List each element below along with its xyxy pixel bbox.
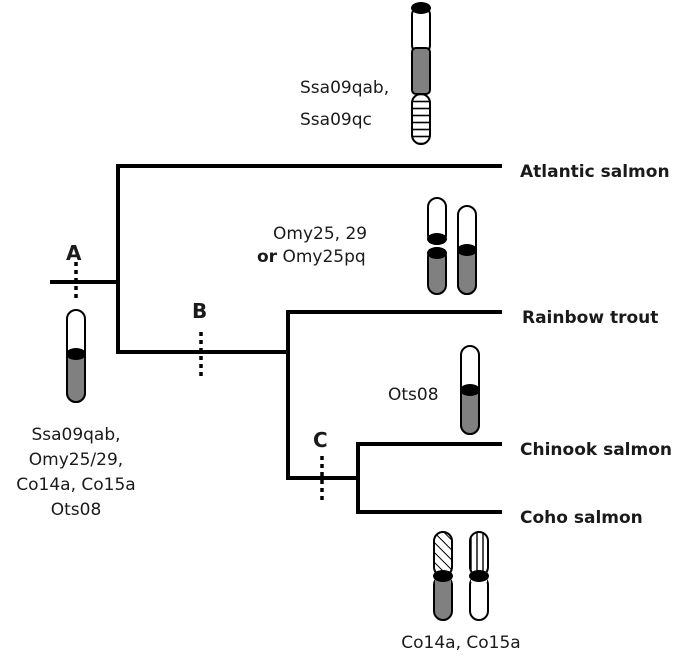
chromosome-coho-1 <box>433 531 453 621</box>
note-ancestral-line4: Ots08 <box>51 500 102 520</box>
chromosome-rainbow-2 <box>457 205 477 295</box>
note-ancestral-line1: Ssa09qab, <box>31 425 120 445</box>
species-label-chinook: Chinook salmon <box>520 440 672 460</box>
chromosome-rainbow-1 <box>427 197 447 295</box>
species-label-atlantic: Atlantic salmon <box>520 162 670 182</box>
species-label-rainbow: Rainbow trout <box>522 308 658 328</box>
note-coho: Co14a, Co15a <box>401 633 520 653</box>
node-label-b: B <box>192 299 207 323</box>
note-ancestral-line3: Co14a, Co15a <box>16 475 135 495</box>
tree-branches <box>50 164 502 514</box>
chromosome-chinook <box>460 345 480 435</box>
chromosome-ancestral <box>66 309 86 403</box>
note-rainbow-line2: or Omy25pq <box>257 247 366 267</box>
note-atlantic-line1: Ssa09qab, <box>300 78 389 98</box>
note-rainbow-line1: Omy25, 29 <box>273 224 367 244</box>
note-rainbow-line2-rest: Omy25pq <box>277 247 366 267</box>
note-chinook: Ots08 <box>388 385 439 405</box>
note-ancestral-line2: Omy25/29, <box>29 450 123 470</box>
node-label-a: A <box>66 241 82 265</box>
node-label-c: C <box>313 428 328 452</box>
species-label-coho: Coho salmon <box>520 508 643 528</box>
note-rainbow-or: or <box>257 247 278 267</box>
event-markers <box>74 262 324 500</box>
chromosome-atlantic <box>411 2 431 145</box>
chromosome-coho-2 <box>469 531 489 621</box>
note-atlantic-line2: Ssa09qc <box>300 110 372 130</box>
